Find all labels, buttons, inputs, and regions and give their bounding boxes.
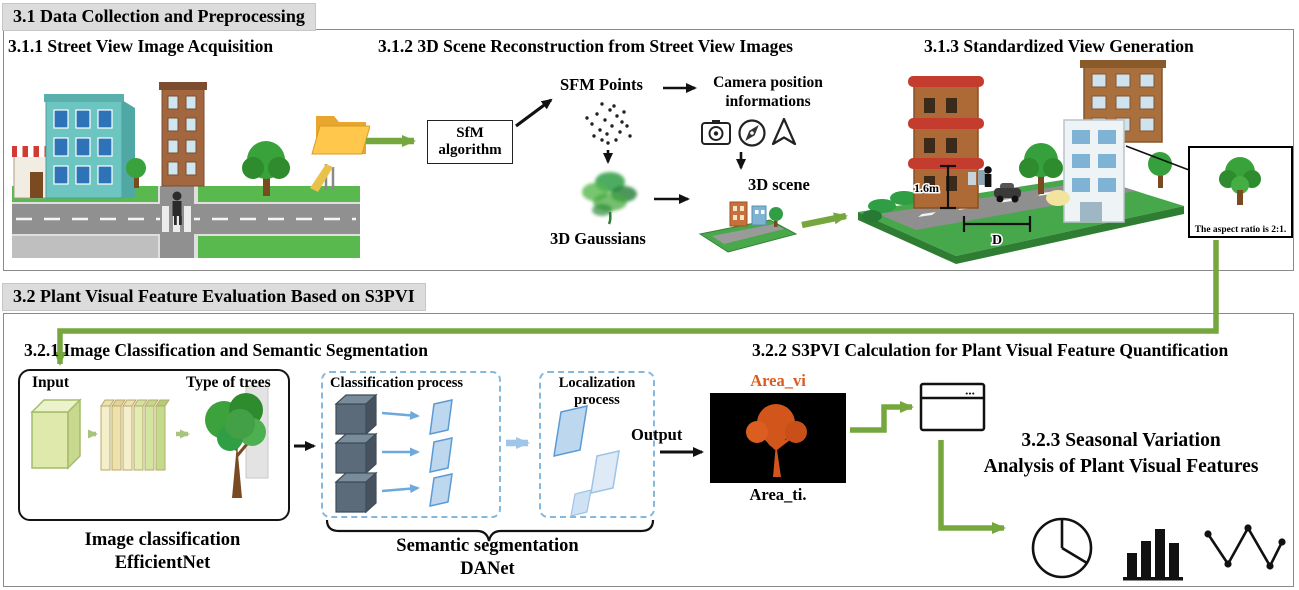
image-classification-caption: Image classification EfficientNet: [55, 529, 270, 575]
bar-chart-icon: [1121, 513, 1189, 588]
segmentation-mask: [710, 393, 846, 483]
image-classification-caption-line2: EfficientNet: [114, 553, 211, 574]
gaussian-blobs: [582, 172, 637, 216]
white-building: [1063, 119, 1125, 223]
sfm-line2: algorithm: [438, 142, 502, 158]
gaussians-label: 3D Gaussians: [550, 229, 646, 248]
height-label: 1.6m: [914, 181, 939, 195]
title-3-2-3-line2: Analysis of Plant Visual Features: [983, 456, 1259, 478]
camera-position-line1: Camera position: [713, 74, 823, 91]
classified-tree-illustration: [190, 380, 288, 517]
camera-position-label: Camera position informations: [698, 74, 838, 111]
mask-tree: [746, 404, 807, 477]
aspect-ratio-caption: The aspect ratio is 2:1.: [1194, 225, 1287, 235]
cnn-layers-illustration: [98, 386, 172, 487]
height-measure: [940, 164, 956, 210]
area-ti-label: Area_ti.: [749, 485, 807, 504]
browser-dots: ...: [965, 383, 975, 398]
semantic-segmentation-caption-line2: DANet: [460, 559, 515, 580]
type-of-trees-label: Type of trees: [186, 374, 271, 391]
localization-maps-illustration: [545, 398, 651, 521]
camera-position-icons: [700, 114, 800, 157]
sfm-points-scatter: [572, 96, 652, 155]
mini-building-2: [751, 205, 767, 226]
title-3-2-1: 3.2.1 Image Classification and Semantic …: [24, 340, 428, 360]
folder-icon: [310, 102, 371, 165]
conv-cube-3: [334, 471, 378, 514]
title-3-1-1: 3.1.1 Street View Image Acquisition: [8, 36, 274, 56]
conv-cube-2: [334, 432, 378, 475]
pie-chart-icon: [1026, 511, 1098, 588]
scene-car: [994, 183, 1021, 203]
classification-process-label: Classification process: [330, 375, 464, 391]
image-classification-caption-line1: Image classification: [84, 530, 241, 550]
mini-tree: [769, 207, 783, 227]
area-vi-label: Area_vi: [750, 371, 806, 390]
title-3-2-3-line1: 3.2.3 Seasonal Variation: [1021, 430, 1221, 451]
semantic-segmentation-caption-line1: Semantic segmentation: [396, 536, 579, 556]
feature-maps-illustration: [424, 398, 476, 513]
mini-3d-scene-illustration: [694, 184, 800, 263]
section-3-1-header: 3.1 Data Collection and Preprocessing: [2, 3, 316, 31]
city-building-teal: [44, 94, 135, 199]
input-label: Input: [32, 374, 70, 391]
camera-position-line2: informations: [725, 92, 811, 110]
section-3-2-header: 3.2 Plant Visual Feature Evaluation Base…: [2, 283, 426, 311]
sfm-points-label: SFM Points: [560, 75, 643, 94]
title-3-2-3: 3.2.3 Seasonal Variation Analysis of Pla…: [946, 428, 1296, 481]
sfm-line1: SfM: [456, 124, 484, 141]
point-cloud: [585, 102, 632, 145]
compass-icon: [738, 119, 766, 147]
scene-3d-label: 3D scene: [748, 175, 810, 194]
output-label: Output: [631, 425, 683, 444]
standardized-view-scene: 1.6m D: [852, 56, 1190, 273]
scene-person: [984, 166, 992, 187]
localization-process-line1: Localization: [558, 375, 636, 391]
semantic-segmentation-caption: Semantic segmentation DANet: [375, 535, 600, 581]
distance-measure: [962, 216, 1032, 232]
tower-building: [908, 76, 984, 209]
city-building-brown: [159, 82, 207, 187]
standardized-view-frame: The aspect ratio is 2:1.: [1188, 146, 1293, 238]
conv-cube-1: [334, 393, 378, 436]
navigation-arrow-icon: [771, 117, 797, 146]
street-view-scene-illustration: [10, 66, 362, 269]
sfm-algorithm-box: SfM algorithm: [427, 120, 513, 164]
scene-tree-1: [1019, 143, 1063, 194]
city-person: [172, 191, 182, 225]
camera-icon: [701, 120, 731, 145]
title-3-1-2: 3.1.2 3D Scene Reconstruction from Stree…: [378, 36, 793, 56]
title-3-2-2: 3.2.2 S3PVI Calculation for Plant Visual…: [752, 340, 1229, 360]
input-cube-illustration: [26, 390, 88, 479]
city-scene-svg: [12, 82, 360, 258]
localization-process-line2: process: [574, 392, 620, 409]
city-tree-1: [242, 141, 290, 196]
gaussian-plant-illustration: [566, 164, 652, 233]
localization-process-label: Localization process: [539, 375, 655, 410]
conv-cubes-illustration: [332, 392, 396, 519]
frame-tree: [1219, 157, 1261, 205]
scene-tree-2: [1148, 152, 1172, 188]
title-3-1-3: 3.1.3 Standardized View Generation: [924, 36, 1194, 56]
city-playground-slide: [310, 164, 335, 192]
city-tree-2: [126, 158, 146, 188]
browser-window-icon: ...: [919, 381, 987, 440]
mini-building-1: [729, 201, 748, 227]
line-chart-icon: [1200, 508, 1288, 590]
distance-label: D: [992, 233, 1002, 248]
